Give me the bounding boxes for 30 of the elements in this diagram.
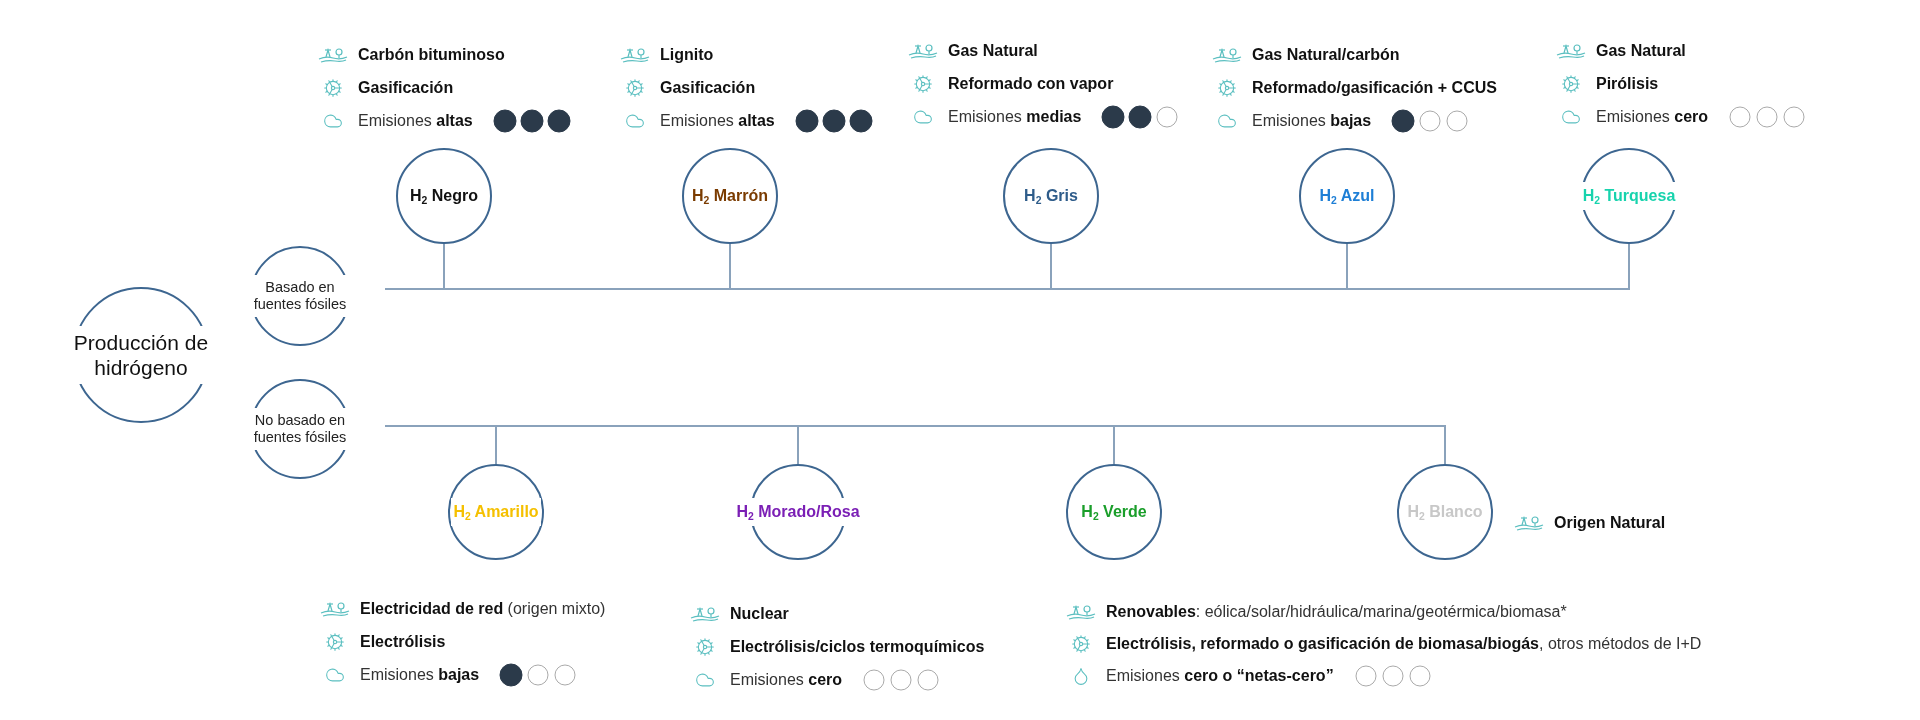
info-text: Emisiones altas — [358, 111, 473, 130]
info-text: Electrólisis — [360, 632, 446, 651]
info-text: Reformado/gasificación + CCUS — [1252, 78, 1497, 97]
info-text: Gasificación — [660, 78, 756, 97]
info-text: Carbón bituminoso — [358, 45, 505, 64]
info-text: Nuclear — [730, 604, 789, 623]
connector-line — [384, 425, 1446, 466]
info-text: Emisiones cero — [730, 670, 843, 689]
info-text: Origen Natural — [1554, 513, 1666, 532]
node-label: H$_{2}$ Morado/Rosa — [734, 498, 862, 526]
info-text: Gas Natural — [1596, 41, 1686, 60]
info-text: Electrólisis, reformado o gasificación de biomasa/biogás, otros métodos de I+D — [1106, 635, 1702, 653]
info-text: Emisiones bajas — [360, 665, 480, 684]
info-text: Emisiones cero o “netas-cero” — [1106, 667, 1334, 685]
info-text: Lignito — [660, 45, 714, 64]
info-text: Emisiones altas — [660, 111, 775, 130]
info-text: Emisiones cero — [1596, 107, 1709, 126]
info-text: Gasificación — [358, 78, 454, 97]
info-text: Electrólisis/ciclos termoquímicos — [730, 637, 985, 656]
info-text: Gas Natural/carbón — [1252, 45, 1400, 64]
info-text: Renovables: eólica/solar/hidráulica/marina/geotérmica/biomasa* — [1106, 603, 1567, 621]
info-text: Gas Natural — [948, 41, 1038, 60]
node-label: H$_{2}$ Turquesa — [1580, 182, 1678, 210]
node-label: H$_{2}$ Amarillo — [451, 498, 541, 526]
info-text: Emisiones bajas — [1252, 111, 1372, 130]
connector-line — [384, 242, 1630, 290]
info-text: Reformado con vapor — [948, 74, 1114, 93]
info-text: Pirólisis — [1596, 74, 1659, 93]
info-text: Emisiones medias — [948, 107, 1082, 126]
info-text: Electricidad de red (origen mixto) — [360, 599, 606, 618]
